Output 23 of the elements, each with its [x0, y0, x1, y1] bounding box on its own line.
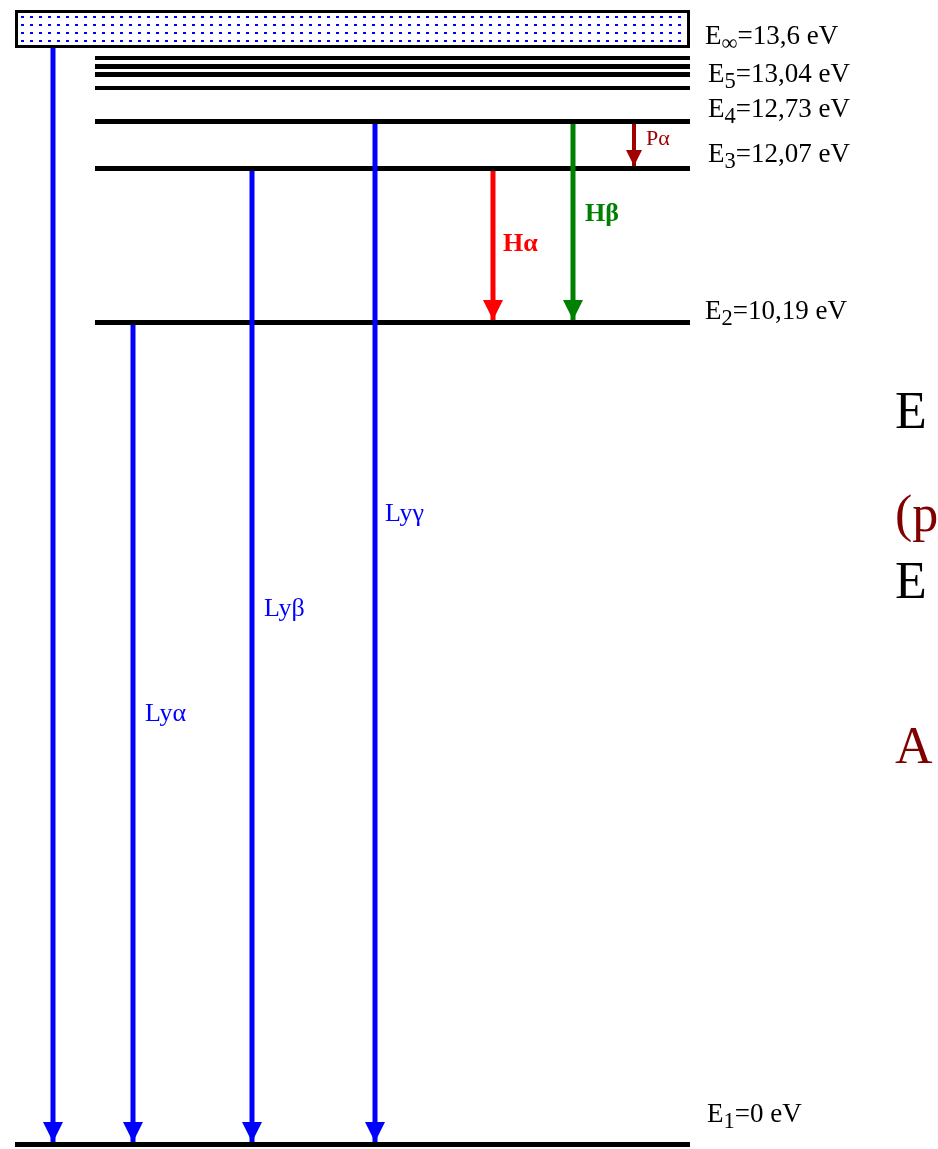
edge-label: Lyβ — [264, 595, 305, 621]
transition-arrow — [365, 124, 385, 1142]
transition-arrow — [483, 171, 503, 320]
transition-arrow — [43, 48, 63, 1142]
edge-label: Lyγ — [385, 500, 424, 526]
text-fragment: A — [895, 720, 933, 772]
energy-level-label: E$_{4}$=12,73 eV — [708, 95, 850, 128]
energy-level-label: E$_{3}$=12,07 eV — [708, 140, 850, 173]
transition-arrow — [123, 325, 143, 1142]
energy-level-label: E$_{∞}$=13,6 eV — [705, 22, 839, 55]
edge-label: Hβ — [585, 200, 619, 226]
edge-label: Lyα — [145, 700, 187, 726]
transition-arrow — [242, 171, 262, 1142]
transition-arrow — [626, 124, 642, 166]
energy-level-label: E$_{2}$=10,19 eV — [705, 297, 847, 330]
edge-label: Hα — [503, 230, 538, 256]
energy-level-label: E$_{1}$=0 eV — [707, 1100, 802, 1133]
transition-arrow — [563, 124, 583, 320]
text-fragment: E — [895, 555, 927, 607]
edge-label: Pα — [646, 127, 670, 149]
text-fragment: E — [895, 385, 927, 437]
text-fragment: (p — [895, 488, 938, 540]
energy-level-label: E$_{5}$=13,04 eV — [708, 60, 850, 93]
